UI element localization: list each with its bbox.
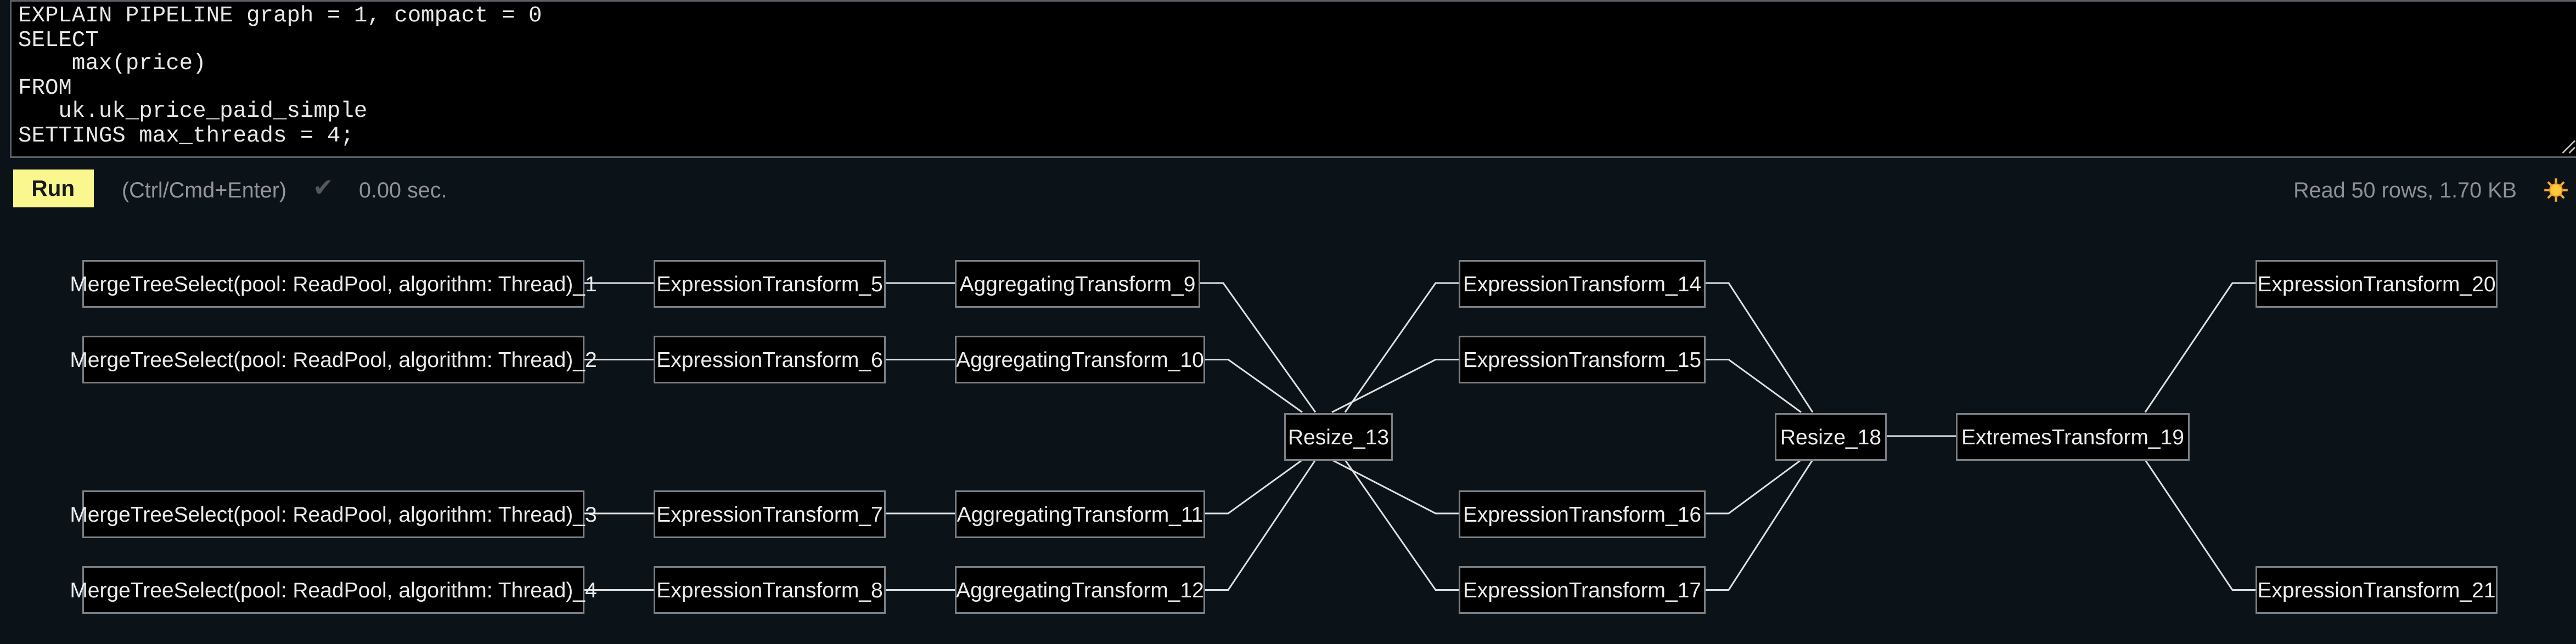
textarea-resize-grip-icon[interactable] [2558, 137, 2576, 155]
graph-node-n1: MergeTreeSelect(pool: ReadPool, algorith… [70, 259, 597, 307]
graph-node-n13: Resize_13 [1284, 412, 1393, 460]
graph-node-n18: Resize_18 [1775, 412, 1887, 460]
graph-edge [1205, 459, 1303, 515]
run-button[interactable]: Run [12, 170, 94, 208]
graph-edge [1331, 358, 1459, 413]
graph-node-n20: ExpressionTransform_20 [2256, 259, 2498, 307]
graph-node-n9: AggregatingTransform_9 [955, 259, 1200, 307]
graph-edge [1331, 459, 1459, 515]
graph-node-n8: ExpressionTransform_8 [654, 566, 886, 614]
success-check-icon: ✔ [313, 173, 334, 202]
graph-edge [1705, 358, 1802, 413]
graph-node-n5: ExpressionTransform_5 [654, 259, 886, 307]
graph-edge [1205, 358, 1303, 413]
graph-edge [1200, 282, 1317, 413]
read-stats: Read 50 rows, 1.70 KB [2293, 177, 2517, 202]
graph-edge [1344, 282, 1459, 413]
elapsed-time: 0.00 sec. [359, 177, 447, 202]
graph-node-n10: AggregatingTransform_10 [955, 336, 1205, 383]
graph-node-n3: MergeTreeSelect(pool: ReadPool, algorith… [70, 489, 597, 538]
graph-node-n4: MergeTreeSelect(pool: ReadPool, algorith… [70, 566, 597, 614]
graph-node-n17: ExpressionTransform_17 [1459, 566, 1706, 614]
run-shortcut-hint: (Ctrl/Cmd+Enter) [122, 177, 287, 202]
graph-node-n14: ExpressionTransform_14 [1459, 259, 1706, 307]
graph-node-n16: ExpressionTransform_16 [1459, 489, 1706, 538]
graph-node-n7: ExpressionTransform_7 [654, 489, 886, 538]
graph-edge [1344, 459, 1459, 591]
graph-edge [2144, 459, 2256, 591]
graph-node-n11: AggregatingTransform_11 [955, 489, 1205, 538]
graph-edge [2144, 282, 2256, 413]
graph-node-n2: MergeTreeSelect(pool: ReadPool, algorith… [70, 336, 597, 383]
graph-edge [1705, 459, 1814, 591]
graph-node-n12: AggregatingTransform_12 [955, 566, 1205, 614]
graph-edge [1705, 459, 1802, 515]
theme-toggle-sun-icon[interactable] [2543, 177, 2568, 202]
graph-node-n6: ExpressionTransform_6 [654, 336, 886, 383]
query-editor-box: EXPLAIN PIPELINE graph = 1, compact = 0 … [10, 0, 2576, 158]
graph-node-n19: ExtremesTransform_19 [1956, 412, 2190, 460]
graph-edge [1705, 282, 1814, 413]
query-editor[interactable]: EXPLAIN PIPELINE graph = 1, compact = 0 … [18, 5, 542, 150]
graph-node-n15: ExpressionTransform_15 [1459, 336, 1706, 383]
graph-node-n21: ExpressionTransform_21 [2256, 566, 2498, 614]
graph-edge [1205, 459, 1317, 591]
